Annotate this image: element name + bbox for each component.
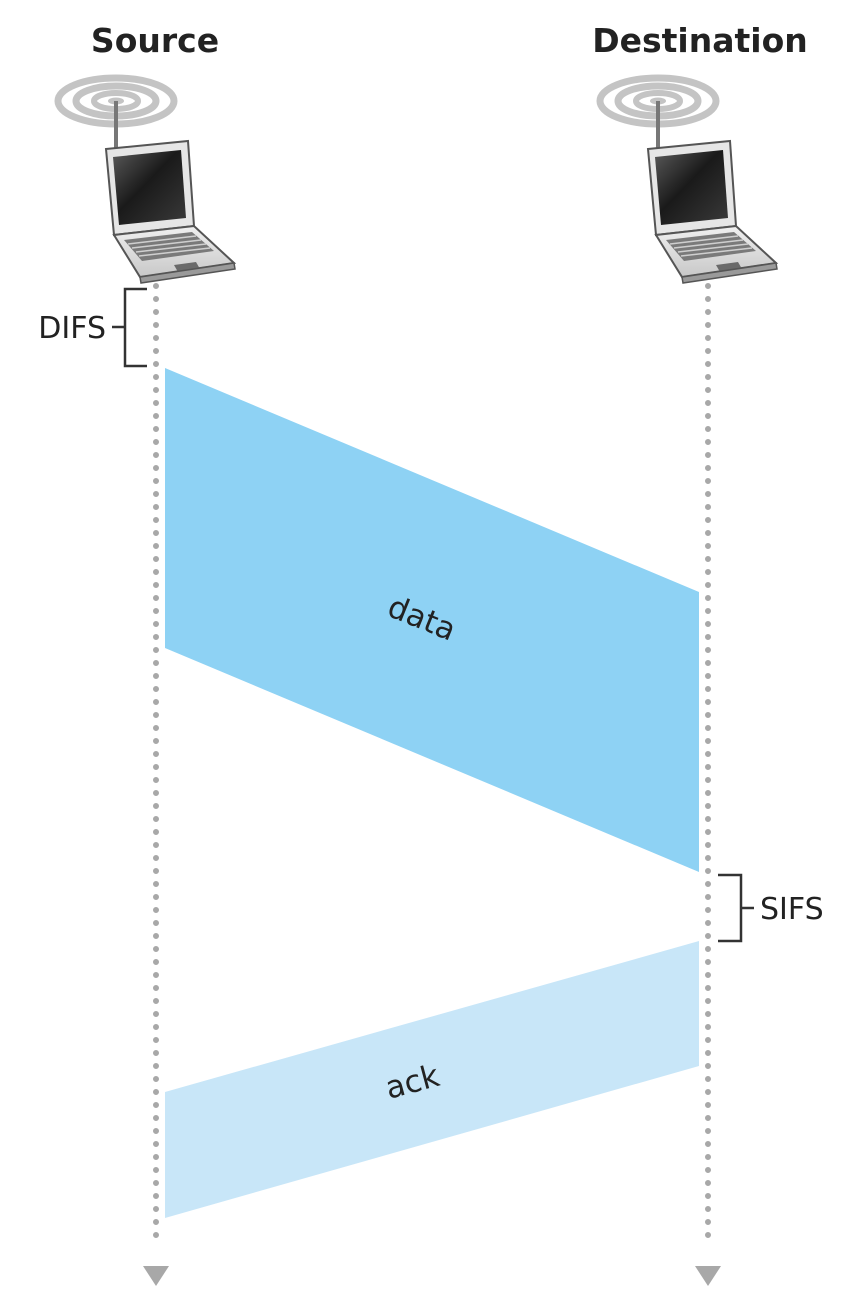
destination-timeline-arrowhead-icon bbox=[695, 1266, 721, 1286]
sifs-bracket bbox=[718, 873, 754, 943]
source-timeline-arrowhead-icon bbox=[143, 1266, 169, 1286]
data-frame bbox=[165, 368, 699, 872]
timelines bbox=[143, 283, 721, 1286]
sifs-label: SIFS bbox=[760, 892, 824, 927]
source-title: Source bbox=[91, 21, 219, 60]
destination-title: Destination bbox=[592, 21, 808, 60]
difs-label: DIFS bbox=[38, 311, 106, 346]
difs-bracket bbox=[112, 287, 147, 368]
source-laptop-wireless-icon bbox=[58, 78, 235, 283]
ack-frame bbox=[165, 941, 699, 1218]
destination-laptop-wireless-icon bbox=[600, 78, 777, 283]
